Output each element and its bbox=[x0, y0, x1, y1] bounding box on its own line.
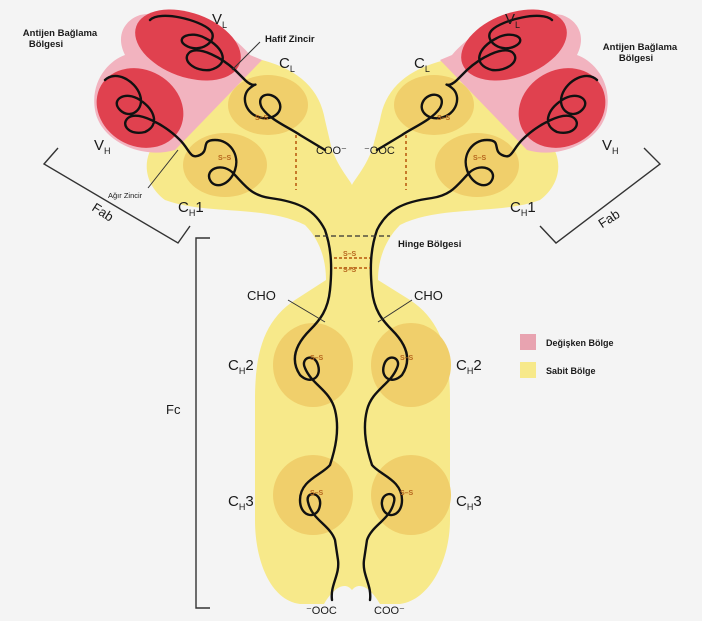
light-chain-label: Hafif Zincir bbox=[265, 34, 315, 45]
cho-label-right: CHO bbox=[414, 288, 443, 303]
legend-swatch-variable bbox=[520, 334, 536, 350]
cl-domain-right bbox=[394, 75, 474, 135]
ss-label-cl-right: S–S bbox=[437, 115, 451, 122]
ss-label-ch2-left: S–S bbox=[310, 355, 324, 362]
antigen-binding-label-right-1: Antijen Bağlama bbox=[603, 42, 678, 53]
ch2-label-left: CH2 bbox=[228, 357, 254, 376]
hinge-region-label: Hinge Bölgesi bbox=[398, 239, 461, 250]
ss-label-ch1-right: S–S bbox=[473, 155, 487, 162]
fc-label: Fc bbox=[166, 402, 181, 417]
fc-bracket bbox=[196, 238, 210, 608]
heavy-chain-label: Ağır Zincir bbox=[108, 191, 143, 200]
ss-label-ch2-right: S–S bbox=[400, 355, 414, 362]
fab-label-left: Fab bbox=[89, 200, 116, 225]
legend-swatch-constant bbox=[520, 362, 536, 378]
vh-label-left: VH bbox=[94, 137, 111, 156]
cl-domain-left bbox=[228, 75, 308, 135]
cho-label-left: CHO bbox=[247, 288, 276, 303]
legend-label-variable: Değişken Bölge bbox=[546, 338, 614, 348]
cl-label-right: CL bbox=[414, 55, 430, 74]
ss-label-hinge-1: S–S bbox=[343, 251, 357, 258]
antigen-binding-label-left-2: Bölgesi bbox=[29, 39, 63, 50]
ooc-label-right-arm: ⁻OOC bbox=[364, 145, 395, 157]
ch3-label-right: CH3 bbox=[456, 493, 482, 512]
cl-label-left: CL bbox=[279, 55, 295, 74]
ss-label-hinge-2: S–S bbox=[343, 267, 357, 274]
ss-label-ch3-left: S–S bbox=[310, 490, 324, 497]
ss-label-ch3-right: S–S bbox=[400, 490, 414, 497]
antigen-binding-label-right-2: Bölgesi bbox=[619, 53, 653, 64]
antigen-binding-label-left-1: Antijen Bağlama bbox=[23, 28, 98, 39]
ss-label-ch1-left: S–S bbox=[218, 155, 232, 162]
vl-label-left: VL bbox=[212, 11, 227, 30]
ch2-label-right: CH2 bbox=[456, 357, 482, 376]
ooc-label-bottom: ⁻OOC bbox=[306, 605, 337, 617]
legend-label-constant: Sabit Bölge bbox=[546, 366, 596, 376]
ss-label-cl-left: S–S bbox=[255, 115, 269, 122]
coo-label-bottom: COO⁻ bbox=[374, 605, 405, 617]
vh-label-right: VH bbox=[602, 137, 619, 156]
ch2-domain-left bbox=[273, 323, 353, 407]
ch3-label-left: CH3 bbox=[228, 493, 254, 512]
coo-label-left-arm: COO⁻ bbox=[316, 145, 347, 157]
